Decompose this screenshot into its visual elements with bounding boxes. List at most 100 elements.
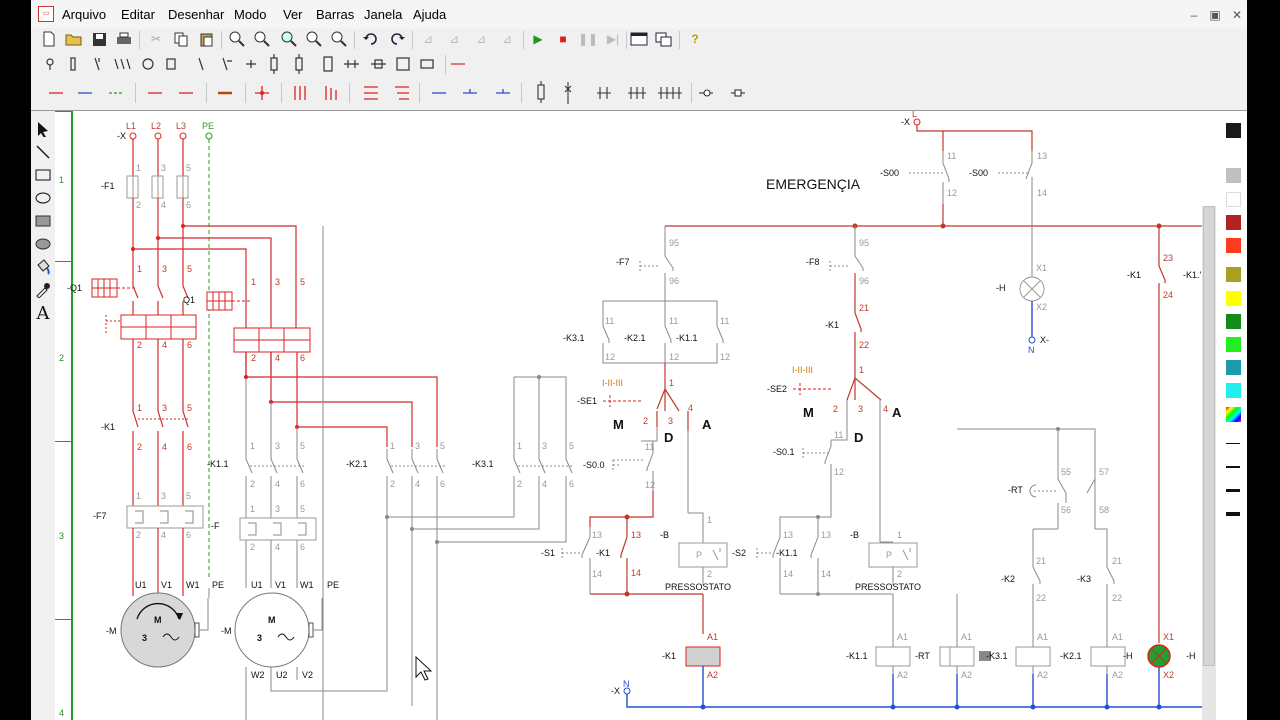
color-swatch-darkred[interactable] [1226,215,1241,230]
stop-icon[interactable]: ■ [559,32,567,46]
redo-icon[interactable] [387,29,407,49]
color-swatch-black[interactable] [1226,123,1241,138]
svg-text:3: 3 [162,403,167,413]
components-toolbar [31,52,1247,78]
svg-text:14: 14 [592,569,602,579]
pause-icon[interactable]: ❚❚ [577,32,599,46]
zoom-page-icon[interactable] [329,29,349,49]
menu-janela[interactable]: Janela [364,7,403,22]
line-width-2[interactable] [1226,466,1240,468]
interlock-k1-label: -K1 [825,320,839,330]
fill-bucket-icon[interactable] [33,257,53,277]
cut-icon[interactable]: ✂ [150,32,162,46]
color-swatch-silver[interactable] [1226,168,1241,183]
vertical-scrollbar-thumb[interactable] [1203,206,1215,666]
svg-text:57: 57 [1099,467,1109,477]
menu-arquivo[interactable]: Arquivo [62,7,107,22]
coil-h-label: -H [1123,651,1133,661]
menu-desenhar[interactable]: Desenhar [168,7,225,22]
pointer-icon[interactable] [33,119,53,139]
pressure-switch-2[interactable] [868,542,918,568]
svg-text:1: 1 [251,277,256,287]
svg-text:6: 6 [187,442,192,452]
line-width-3[interactable] [1226,489,1240,492]
new-file-icon[interactable] [39,29,59,49]
svg-text:12: 12 [645,480,655,490]
paste-icon[interactable] [196,29,216,49]
filled-rectangle-icon[interactable] [33,211,53,231]
eyedropper-icon[interactable] [33,280,53,300]
svg-text:1: 1 [897,530,902,540]
color-swatch-white[interactable] [1226,192,1241,207]
menu-editar[interactable]: Editar [121,7,155,22]
color-swatch-darkgreen[interactable] [1226,314,1241,329]
zoom-out-icon[interactable] [252,29,272,49]
coil-k3-a1: A1 [1112,632,1123,642]
pressure-switch-1[interactable] [678,542,728,568]
undo-icon[interactable] [361,29,381,49]
coil-k3[interactable] [1090,646,1126,667]
filled-ellipse-icon[interactable] [33,234,53,254]
component-buttons-row[interactable] [31,52,471,78]
step-icon[interactable]: ▶| [606,32,620,46]
motor2-symbol[interactable] [234,592,310,668]
color-swatch-olive[interactable] [1226,267,1241,282]
color-swatch-green[interactable] [1226,337,1241,352]
zoom-in-icon[interactable] [227,29,247,49]
pressure-switch-s2-label: -S2 [732,548,746,558]
svg-text:2: 2 [643,416,648,426]
help-icon[interactable]: ? [691,32,699,46]
copy-icon[interactable] [171,29,191,49]
line-width-4[interactable] [1226,512,1240,516]
ruler-row-1: 1 [59,175,65,185]
color-swatch-yellow[interactable] [1226,291,1241,306]
rectangle-icon[interactable] [33,165,53,185]
play-icon[interactable]: ▶ [533,32,543,46]
menu-modo[interactable]: Modo [234,7,267,22]
restore-button[interactable]: ▣ [1209,8,1221,22]
svg-text:1: 1 [669,378,674,388]
svg-text:56: 56 [1061,505,1071,515]
auxiliary-k1-label: -K1 [1127,270,1141,280]
window-list-icon[interactable] [629,29,649,49]
rotate-left-icon[interactable]: ⊿ [448,32,460,46]
color-swatch-red[interactable] [1226,238,1241,253]
open-folder-icon[interactable] [64,29,84,49]
ellipse-icon[interactable] [33,188,53,208]
thermostat-rt-label: -RT [1008,485,1023,495]
mirror-icon[interactable]: ⊿ [422,32,434,46]
drawing-area[interactable]: A 1 2 3 4 .pw{stroke:#d22b2b;stroke-widt… [31,110,1247,720]
save-icon[interactable] [89,29,109,49]
zoom-fit-icon[interactable] [304,29,324,49]
coil-rt[interactable] [939,646,975,667]
svg-text:1: 1 [137,403,142,413]
print-icon[interactable] [114,29,134,49]
svg-text:1: 1 [137,264,142,274]
close-button[interactable]: ✕ [1231,8,1243,22]
color-swatch-cyan[interactable] [1226,383,1241,398]
zoom-area-icon[interactable] [279,29,299,49]
color-swatch-teal[interactable] [1226,360,1241,375]
coil-k1[interactable] [685,646,721,667]
menu-ver[interactable]: Ver [283,7,303,22]
app-icon[interactable]: ▭ [38,6,54,22]
flip-icon[interactable]: ⊿ [501,32,513,46]
rotate-right-icon[interactable]: ⊿ [475,32,487,46]
coil-k1-label: -K1 [662,651,676,661]
menu-ajuda[interactable]: Ajuda [413,7,447,22]
svg-text:21: 21 [1036,556,1046,566]
menu-barras[interactable]: Barras [316,7,355,22]
coil-k2[interactable] [1015,646,1051,667]
minimize-button[interactable]: – [1190,8,1198,22]
custom-color-icon[interactable] [1226,407,1241,422]
svg-text:3: 3 [858,404,863,414]
wire-buttons-row[interactable] [31,78,761,108]
coil-k11[interactable] [875,646,911,667]
select-window-icon[interactable] [654,29,674,49]
line-width-1[interactable] [1226,443,1240,444]
vertical-scrollbar[interactable] [1202,206,1216,720]
line-icon[interactable] [33,142,53,162]
text-icon[interactable]: A [36,302,50,324]
electrical-schematic[interactable]: .pw{stroke:#d22b2b;stroke-width:1.2;fill… [31,111,1202,720]
contactor-k11-power-label: -K1.1 [207,459,229,469]
